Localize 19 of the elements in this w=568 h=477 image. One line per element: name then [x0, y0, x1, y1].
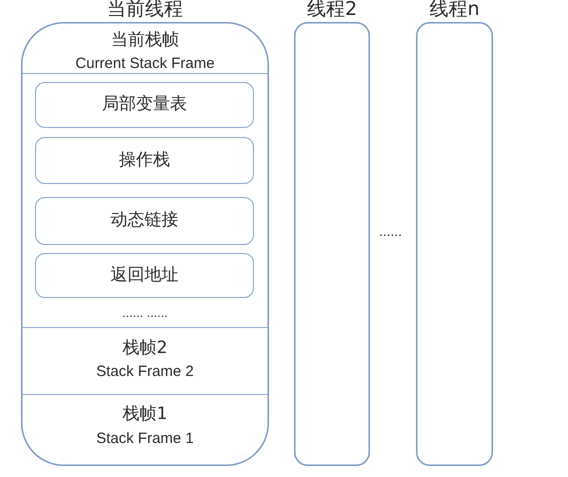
- thread-stack: [416, 0, 493, 466]
- frame-subtitle: Stack Frame 2: [96, 363, 194, 380]
- frame-title: 栈帧2: [122, 339, 168, 359]
- part-label: 局部变量表: [102, 95, 187, 115]
- part-label: 操作栈: [119, 150, 170, 170]
- part-label: 动态链接: [110, 211, 178, 231]
- frame-part-box: [35, 197, 254, 245]
- frame-title: 当前栈帧: [111, 31, 179, 51]
- part-label: 返回地址: [110, 266, 178, 286]
- frame-subtitle: Current Stack Frame: [75, 55, 215, 72]
- frame-part-box: [35, 82, 254, 128]
- frame-part-box: [35, 253, 254, 298]
- thread-stack: [294, 0, 370, 466]
- frame-part-box: [35, 137, 254, 184]
- thread-stack: [21, 0, 269, 466]
- frame-subtitle: Stack Frame 1: [96, 430, 194, 448]
- ellipsis-text: ...... ......: [122, 308, 168, 321]
- frame-title: 栈帧1: [122, 405, 168, 425]
- ellipsis-label: ......: [379, 226, 402, 238]
